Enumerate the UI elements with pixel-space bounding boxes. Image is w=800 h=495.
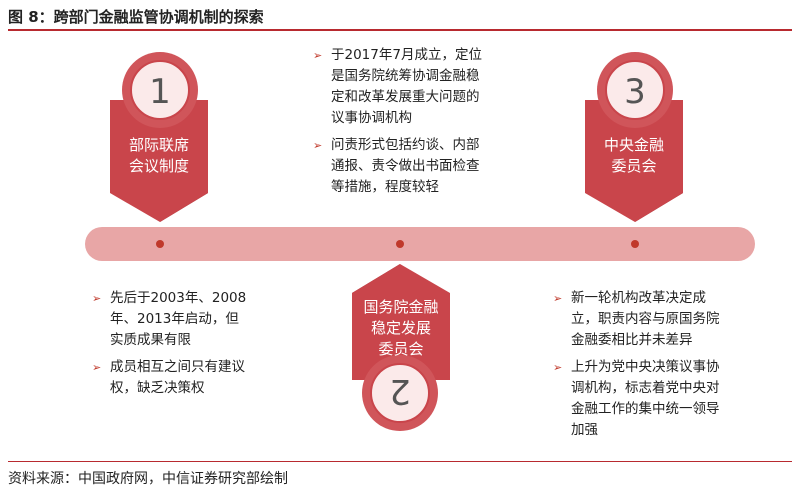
- top-rule: [8, 29, 792, 31]
- stage-1-label: 部际联席 会议制度: [128, 136, 189, 175]
- stage-3-badge: 3: [585, 52, 683, 222]
- bottom-rule: [8, 461, 792, 462]
- stage-3-ribbon: [585, 100, 683, 222]
- bullet-item: 上升为党中央决策议事协调机构，标志着党中央对金融工作的集中统一领导加强: [553, 357, 721, 441]
- source-note: 资料来源：中国政府网，中信证券研究部绘制: [8, 471, 288, 487]
- stage-2-bullets: 于2017年7月成立，定位是国务院统筹协调金融稳定和改革发展重大问题的议事协调机…: [313, 45, 491, 204]
- stage-2-label: 国务院金融 稳定发展 委员会: [363, 298, 439, 358]
- bullet-item: 新一轮机构改革决定成立，职责内容与原国务院金融委相比并未差异: [553, 288, 721, 351]
- timeline-dot-1: [156, 240, 164, 248]
- figure-title: 图 8：跨部门金融监管协调机制的探索: [8, 8, 264, 26]
- stage-2-number: 2: [389, 371, 411, 411]
- bullet-item: 成员相互之间只有建议权，缺乏决策权: [92, 357, 252, 399]
- stage-2-badge: 2: [352, 264, 450, 431]
- stage-3-bullets: 新一轮机构改革决定成立，职责内容与原国务院金融委相比并未差异 上升为党中央决策议…: [553, 288, 721, 447]
- timeline-dot-2: [396, 240, 404, 248]
- stage-1-number: 1: [149, 72, 171, 112]
- stage-3-circle-inner: [605, 60, 665, 120]
- stage-1-circle-inner: [130, 60, 190, 120]
- stage-1-badge: 1: [110, 52, 208, 222]
- stage-2-ribbon: [352, 264, 450, 380]
- timeline-bar: [85, 227, 755, 261]
- bullet-item: 于2017年7月成立，定位是国务院统筹协调金融稳定和改革发展重大问题的议事协调机…: [313, 45, 491, 129]
- bullet-item: 先后于2003年、2008年、2013年启动，但实质成果有限: [92, 288, 252, 351]
- stage-3-label: 中央金融 委员会: [603, 136, 664, 175]
- stage-1-bullets: 先后于2003年、2008年、2013年启动，但实质成果有限 成员相互之间只有建…: [92, 288, 252, 405]
- bullet-item: 问责形式包括约谈、内部通报、责令做出书面检查等措施，程度较轻: [313, 135, 491, 198]
- stage-1-ribbon: [110, 100, 208, 222]
- timeline-dot-3: [631, 240, 639, 248]
- stage-3-number: 3: [624, 72, 646, 112]
- stage-2-circle-inner: [370, 363, 430, 423]
